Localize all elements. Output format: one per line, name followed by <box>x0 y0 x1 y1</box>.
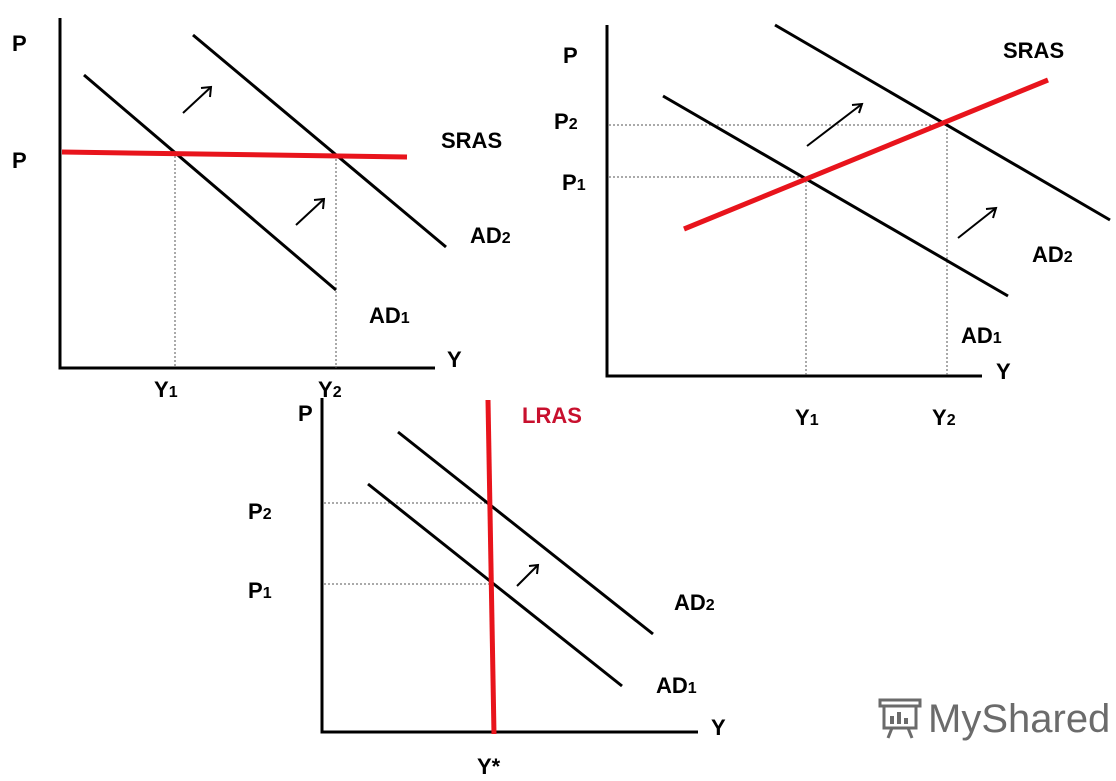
tl-shift-arrow-upper <box>182 85 213 114</box>
b-p1-label: P1 <box>248 578 272 603</box>
tl-y1-label: Y1 <box>154 377 178 402</box>
b-ad1-curve <box>367 482 623 688</box>
b-lras-label: LRAS <box>522 403 582 428</box>
tl-price-label: P <box>12 148 27 173</box>
tr-y-axis-label: P <box>563 43 578 68</box>
b-axes <box>320 398 698 734</box>
watermark-text: MyShared <box>928 697 1110 741</box>
tl-sras-label: SRAS <box>441 128 502 153</box>
tr-shift-arrow-lower <box>957 206 998 239</box>
b-lras-curve <box>485 399 497 735</box>
tl-ad2-label: AD2 <box>470 223 511 248</box>
b-ystar-label: Y* <box>477 754 501 779</box>
tl-ad2-curve <box>192 33 447 249</box>
b-ad1-label: AD1 <box>656 673 697 698</box>
tl-shift-arrow-lower <box>295 197 326 226</box>
b-p2-label: P2 <box>248 499 272 524</box>
tl-ad1-curve <box>83 73 337 292</box>
tl-sras-curve <box>61 149 408 160</box>
b-y-axis-label: P <box>298 401 313 426</box>
tr-sras-curve <box>683 77 1049 232</box>
tl-x-axis-label: Y <box>447 347 462 372</box>
presentation-board-icon <box>878 698 922 739</box>
b-ad2-curve <box>397 430 654 636</box>
panel-top-left: P P Y SRAS AD2 AD1 Y1 Y2 <box>12 18 511 402</box>
tr-sras-label: SRAS <box>1003 38 1064 63</box>
tr-shift-arrow-upper <box>806 102 864 147</box>
b-ad2-label: AD2 <box>674 590 715 615</box>
tl-axes <box>58 18 435 370</box>
tl-y-axis-label: P <box>12 31 27 56</box>
b-x-axis-label: Y <box>711 715 726 740</box>
tr-y1-label: Y1 <box>795 405 819 430</box>
tr-axes <box>605 25 982 378</box>
tl-ad1-label: AD1 <box>369 303 410 328</box>
b-shift-arrow <box>516 563 540 587</box>
panel-top-right: P P2 P1 Y SRAS AD2 AD1 Y1 Y2 <box>554 23 1111 430</box>
tl-y2-label: Y2 <box>318 377 342 402</box>
panel-bottom: P LRAS P2 P1 Y AD2 AD1 Y* <box>248 398 726 779</box>
watermark: MyShared <box>878 697 1110 741</box>
tr-p2-label: P2 <box>554 109 578 134</box>
tr-p1-label: P1 <box>562 170 586 195</box>
tr-ad2-label: AD2 <box>1032 242 1073 267</box>
tr-x-axis-label: Y <box>996 359 1011 384</box>
tr-ad1-label: AD1 <box>961 323 1002 348</box>
tr-y2-label: Y2 <box>932 405 956 430</box>
tr-ad1-curve <box>662 94 1009 298</box>
